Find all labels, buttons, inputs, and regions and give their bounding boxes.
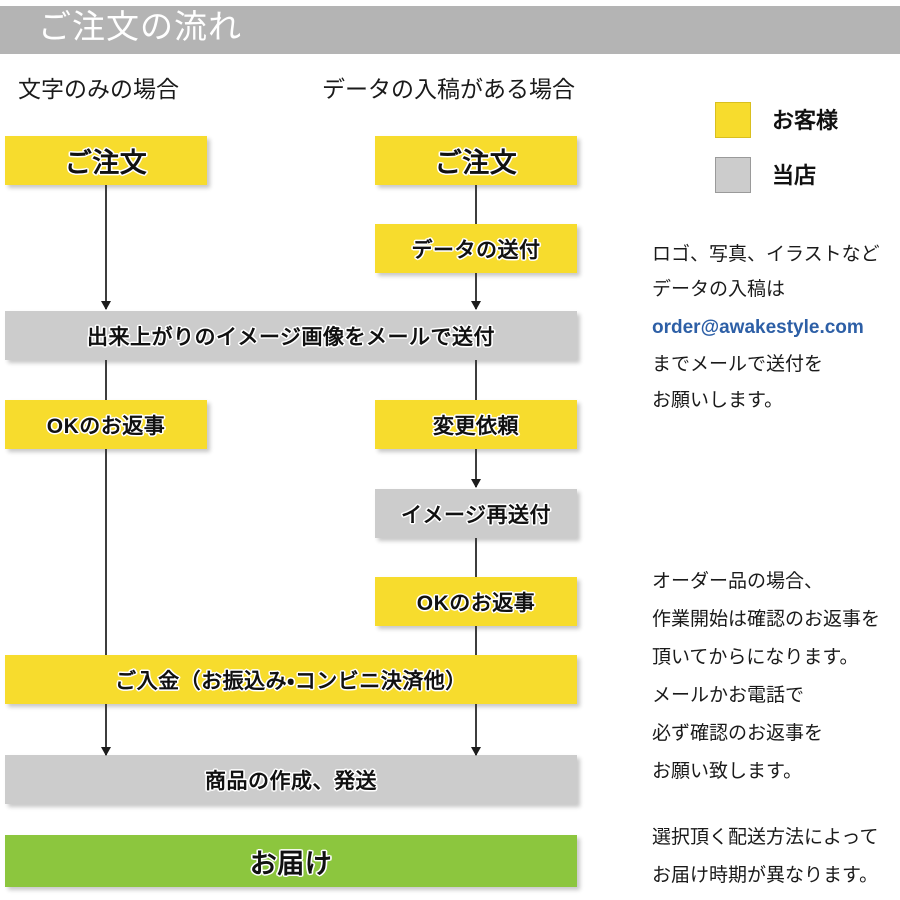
arrow-right-payment-to-ship (469, 704, 482, 756)
arrow-head (470, 301, 481, 310)
arrow-right-preview-to-change (469, 360, 482, 400)
legend-swatch-shop (715, 157, 751, 193)
flow-box-label: ご注文 (64, 148, 148, 178)
arrow-shaft (105, 360, 107, 400)
flow-box-send-preview-image: 出来上がりのイメージ画像をメールで送付 (5, 311, 577, 360)
arrow-right-order-to-senddata (469, 185, 482, 224)
arrow-left-ok-to-payment (99, 449, 112, 655)
note-order-line-1: オーダー品の場合、 (652, 571, 824, 592)
note-shipping-line-1: 選択頂く配送方法によって (652, 827, 879, 848)
arrow-left-payment-to-ship (99, 704, 112, 756)
flow-box-payment: ご入金（お振込み・コンビニ決済他） (5, 655, 577, 704)
legend-label-customer: お客様 (772, 108, 839, 133)
arrow-right-change-to-resend (469, 449, 482, 488)
arrow-shaft (105, 185, 107, 309)
arrow-right-ok-to-payment (469, 626, 482, 655)
arrow-shaft (475, 704, 477, 755)
arrow-shaft (475, 185, 477, 224)
column-caption-text-only: 文字のみの場合 (18, 76, 179, 102)
arrow-shaft (105, 704, 107, 755)
flow-box-create-and-ship: 商品の作成、発送 (5, 755, 577, 804)
flow-box-label: イメージ再送付 (400, 503, 552, 527)
arrow-shaft (475, 626, 477, 655)
flow-box-label: OKのお返事 (416, 591, 536, 615)
note-order-line-2: 作業開始は確認のお返事を (652, 609, 881, 630)
flow-box-label: 商品の作成、発送 (205, 769, 377, 793)
flow-box-label: 出来上がりのイメージ画像をメールで送付 (86, 325, 496, 349)
note-data-line-2: データの入稿は (652, 279, 786, 300)
arrow-head (470, 747, 481, 756)
note-order-line-4: メールかお電話で (652, 685, 805, 706)
flow-box-right-order: ご注文 (375, 136, 577, 185)
arrow-shaft (105, 449, 107, 655)
flow-box-label: OKのお返事 (46, 414, 166, 438)
email-address-link[interactable]: order@awakestyle.com (652, 317, 864, 338)
flow-box-label: ご注文 (434, 148, 518, 178)
flow-box-label: ご入金（お振込み・コンビニ決済他） (115, 669, 467, 693)
note-order-line-3: 頂いてからになります。 (652, 647, 859, 668)
arrow-shaft (475, 449, 477, 487)
flow-box-right-change-request: 変更依頼 (375, 400, 577, 449)
note-data-line-1: ロゴ、写真、イラストなど (652, 244, 880, 265)
page-title: ご注文の流れ (38, 8, 242, 45)
flow-box-label: データの送付 (411, 238, 541, 262)
arrow-right-resend-to-ok (469, 538, 482, 577)
arrow-left-order-to-preview (99, 185, 112, 310)
flow-box-right-resend-image: イメージ再送付 (375, 489, 577, 538)
flow-box-left-ok-reply: OKのお返事 (5, 400, 207, 449)
header-bar (0, 6, 900, 54)
arrow-right-senddata-to-preview (469, 273, 482, 310)
column-caption-with-data: データの入稿がある場合 (322, 76, 575, 102)
arrow-left-preview-to-ok (99, 360, 112, 400)
arrow-head (100, 747, 111, 756)
flow-box-label: 変更依頼 (433, 414, 519, 438)
note-data-line-3: までメールで送付を (652, 354, 824, 375)
arrow-shaft (475, 538, 477, 577)
legend-label-shop: 当店 (772, 163, 817, 188)
flow-box-label: お届け (249, 848, 333, 879)
note-data-line-4: お願いします。 (652, 390, 784, 411)
arrow-head (100, 301, 111, 310)
arrow-shaft (475, 360, 477, 400)
arrow-head (470, 479, 481, 488)
flow-box-right-send-data: データの送付 (375, 224, 577, 273)
note-order-line-6: お願い致します。 (652, 761, 803, 782)
arrow-shaft (475, 273, 477, 309)
legend-swatch-customer (715, 102, 751, 138)
flow-box-delivery: お届け (5, 835, 577, 887)
note-order-line-5: 必ず確認のお返事を (652, 723, 824, 744)
note-shipping-line-2: お届け時期が異なります。 (652, 865, 879, 886)
flow-box-right-ok-reply: OKのお返事 (375, 577, 577, 626)
flow-box-left-order: ご注文 (5, 136, 207, 185)
